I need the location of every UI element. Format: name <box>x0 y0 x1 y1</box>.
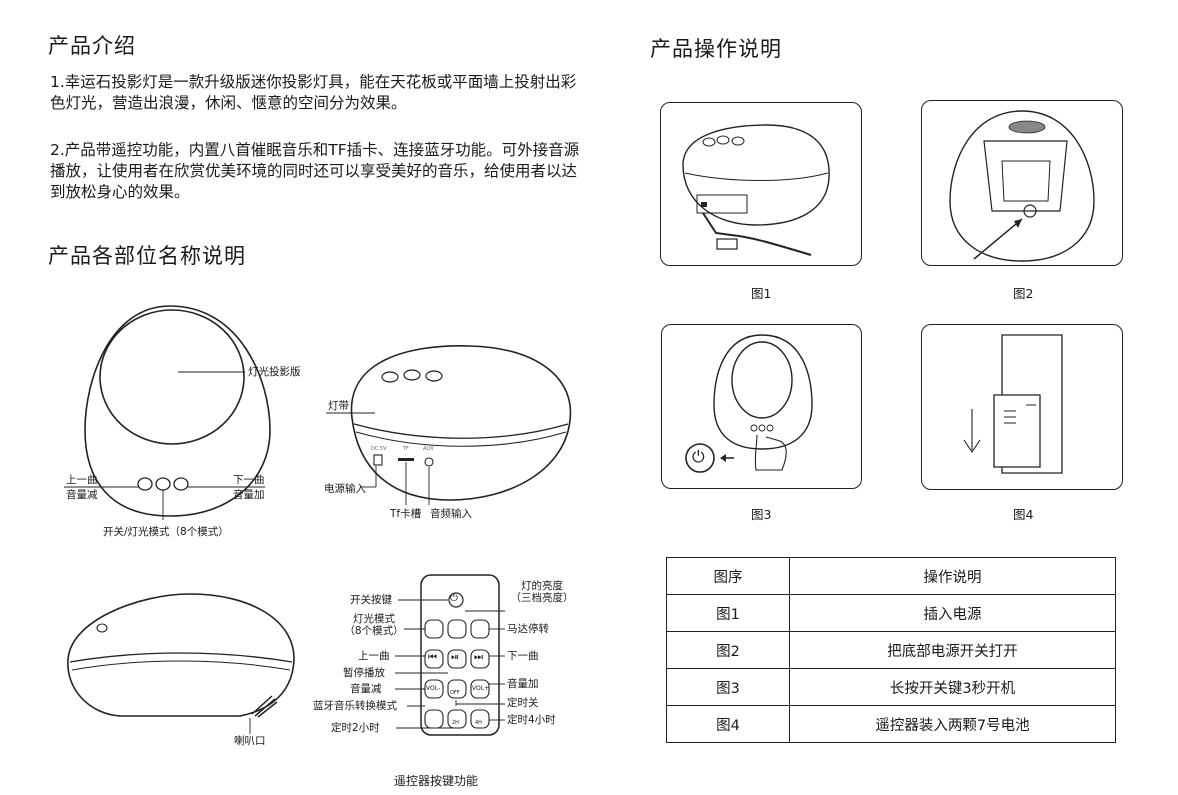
label-next: 下一曲 <box>507 650 539 662</box>
intro-paragraph-2: 2.产品带遥控功能，内置八首催眠音乐和TF插卡、连接蓝牙功能。可外接音源播放，让… <box>50 141 580 201</box>
label-volume-down: 音量减 <box>66 489 98 501</box>
label-power-input: 电源输入 <box>324 483 366 495</box>
label-next-track: 下一曲 <box>233 474 265 486</box>
row-instruction: 遥控器装入两颗7号电池 <box>789 705 1116 743</box>
label-brightness-sub: （三档亮度） <box>510 592 574 604</box>
label-timer-off: 定时关 <box>507 697 539 709</box>
header-instruction: 操作说明 <box>789 557 1116 595</box>
label-light-mode-sub: （8个模式） <box>344 625 404 637</box>
key-4h: 4H <box>475 720 482 726</box>
label-tf-slot: Tf卡槽 <box>390 508 422 520</box>
label-port-dc: DC 5V <box>371 446 387 452</box>
label-bt-switch: 蓝牙音乐转换模式 <box>313 700 397 712</box>
label-prev-track: 上一曲 <box>66 474 98 486</box>
table-row: 图3 长按开关键3秒开机 <box>666 668 1116 706</box>
label-motor-stop: 马达停转 <box>507 623 549 635</box>
figure-4-panel <box>921 324 1123 490</box>
parts-title: 产品各部位名称说明 <box>48 244 246 268</box>
key-vol-plus: VOL+ <box>472 685 490 692</box>
key-2h: 2H <box>452 720 459 726</box>
row-instruction: 长按开关键3秒开机 <box>789 668 1116 706</box>
label-light-strip: 灯带 <box>328 400 349 412</box>
label-power-key: 开关按键 <box>350 594 392 606</box>
row-figure: 图4 <box>666 705 790 743</box>
label-light-mode: 灯光模式 <box>353 613 395 625</box>
figure-1-panel <box>660 102 862 266</box>
label-pause-play: 暂停播放 <box>343 667 385 679</box>
figure-4-caption: 图4 <box>1013 507 1034 522</box>
label-port-tf: TF <box>403 446 409 452</box>
row-instruction: 插入电源 <box>789 594 1116 632</box>
remote-caption: 遥控器按键功能 <box>394 774 479 788</box>
ops-title: 产品操作说明 <box>650 37 782 61</box>
intro-title: 产品介绍 <box>48 34 136 58</box>
row-instruction: 把底部电源开关打开 <box>789 631 1116 669</box>
table-row: 图4 遥控器装入两颗7号电池 <box>666 705 1116 743</box>
label-brightness: 灯的亮度 <box>521 580 563 592</box>
operations-table: 图序 操作说明 图1 插入电源 图2 把底部电源开关打开 图3 长按开关键3秒开… <box>666 557 1116 743</box>
label-volume-up: 音量加 <box>233 489 265 501</box>
table-row: 图1 插入电源 <box>666 594 1116 632</box>
intro-paragraph-1: 1.幸运石投影灯是一款升级版迷你投影灯具，能在天花板或平面墙上投射出彩色灯光，营… <box>50 73 577 112</box>
label-audio-input: 音频输入 <box>430 508 472 520</box>
figure-3-panel: ⏻ <box>661 324 862 489</box>
figure-1-caption: 图1 <box>751 286 772 301</box>
label-timer-4h: 定时4小时 <box>507 714 556 726</box>
label-speaker: 喇叭口 <box>234 735 266 747</box>
table-row: 图2 把底部电源开关打开 <box>666 631 1116 669</box>
table-header-row: 图序 操作说明 <box>666 557 1116 595</box>
figure-3-caption: 图3 <box>751 507 772 522</box>
power-icon: ⏻ <box>692 447 705 466</box>
power-key-icon: ⏻ <box>450 593 458 604</box>
key-vol-minus: VOL- <box>426 685 441 692</box>
figure-2-panel <box>921 100 1123 266</box>
prev-track-icon: ⏮ <box>428 652 437 663</box>
play-pause-icon: ⏯ <box>451 652 459 663</box>
label-power-mode: 开关/灯光模式（8个模式） <box>103 526 229 538</box>
figure-2-caption: 图2 <box>1013 286 1034 301</box>
label-projection-board: 灯光投影版 <box>248 366 301 378</box>
row-figure: 图2 <box>666 631 790 669</box>
label-vol-up: 音量加 <box>507 678 539 690</box>
label-prev: 上一曲 <box>358 650 390 662</box>
header-figure: 图序 <box>666 557 790 595</box>
label-timer-2h: 定时2小时 <box>331 722 380 734</box>
label-port-aux: AUX <box>423 446 434 452</box>
key-off: OFF <box>450 690 460 696</box>
row-figure: 图3 <box>666 668 790 706</box>
next-track-icon: ⏭ <box>474 652 483 663</box>
row-figure: 图1 <box>666 594 790 632</box>
label-vol-down: 音量减 <box>350 683 382 695</box>
